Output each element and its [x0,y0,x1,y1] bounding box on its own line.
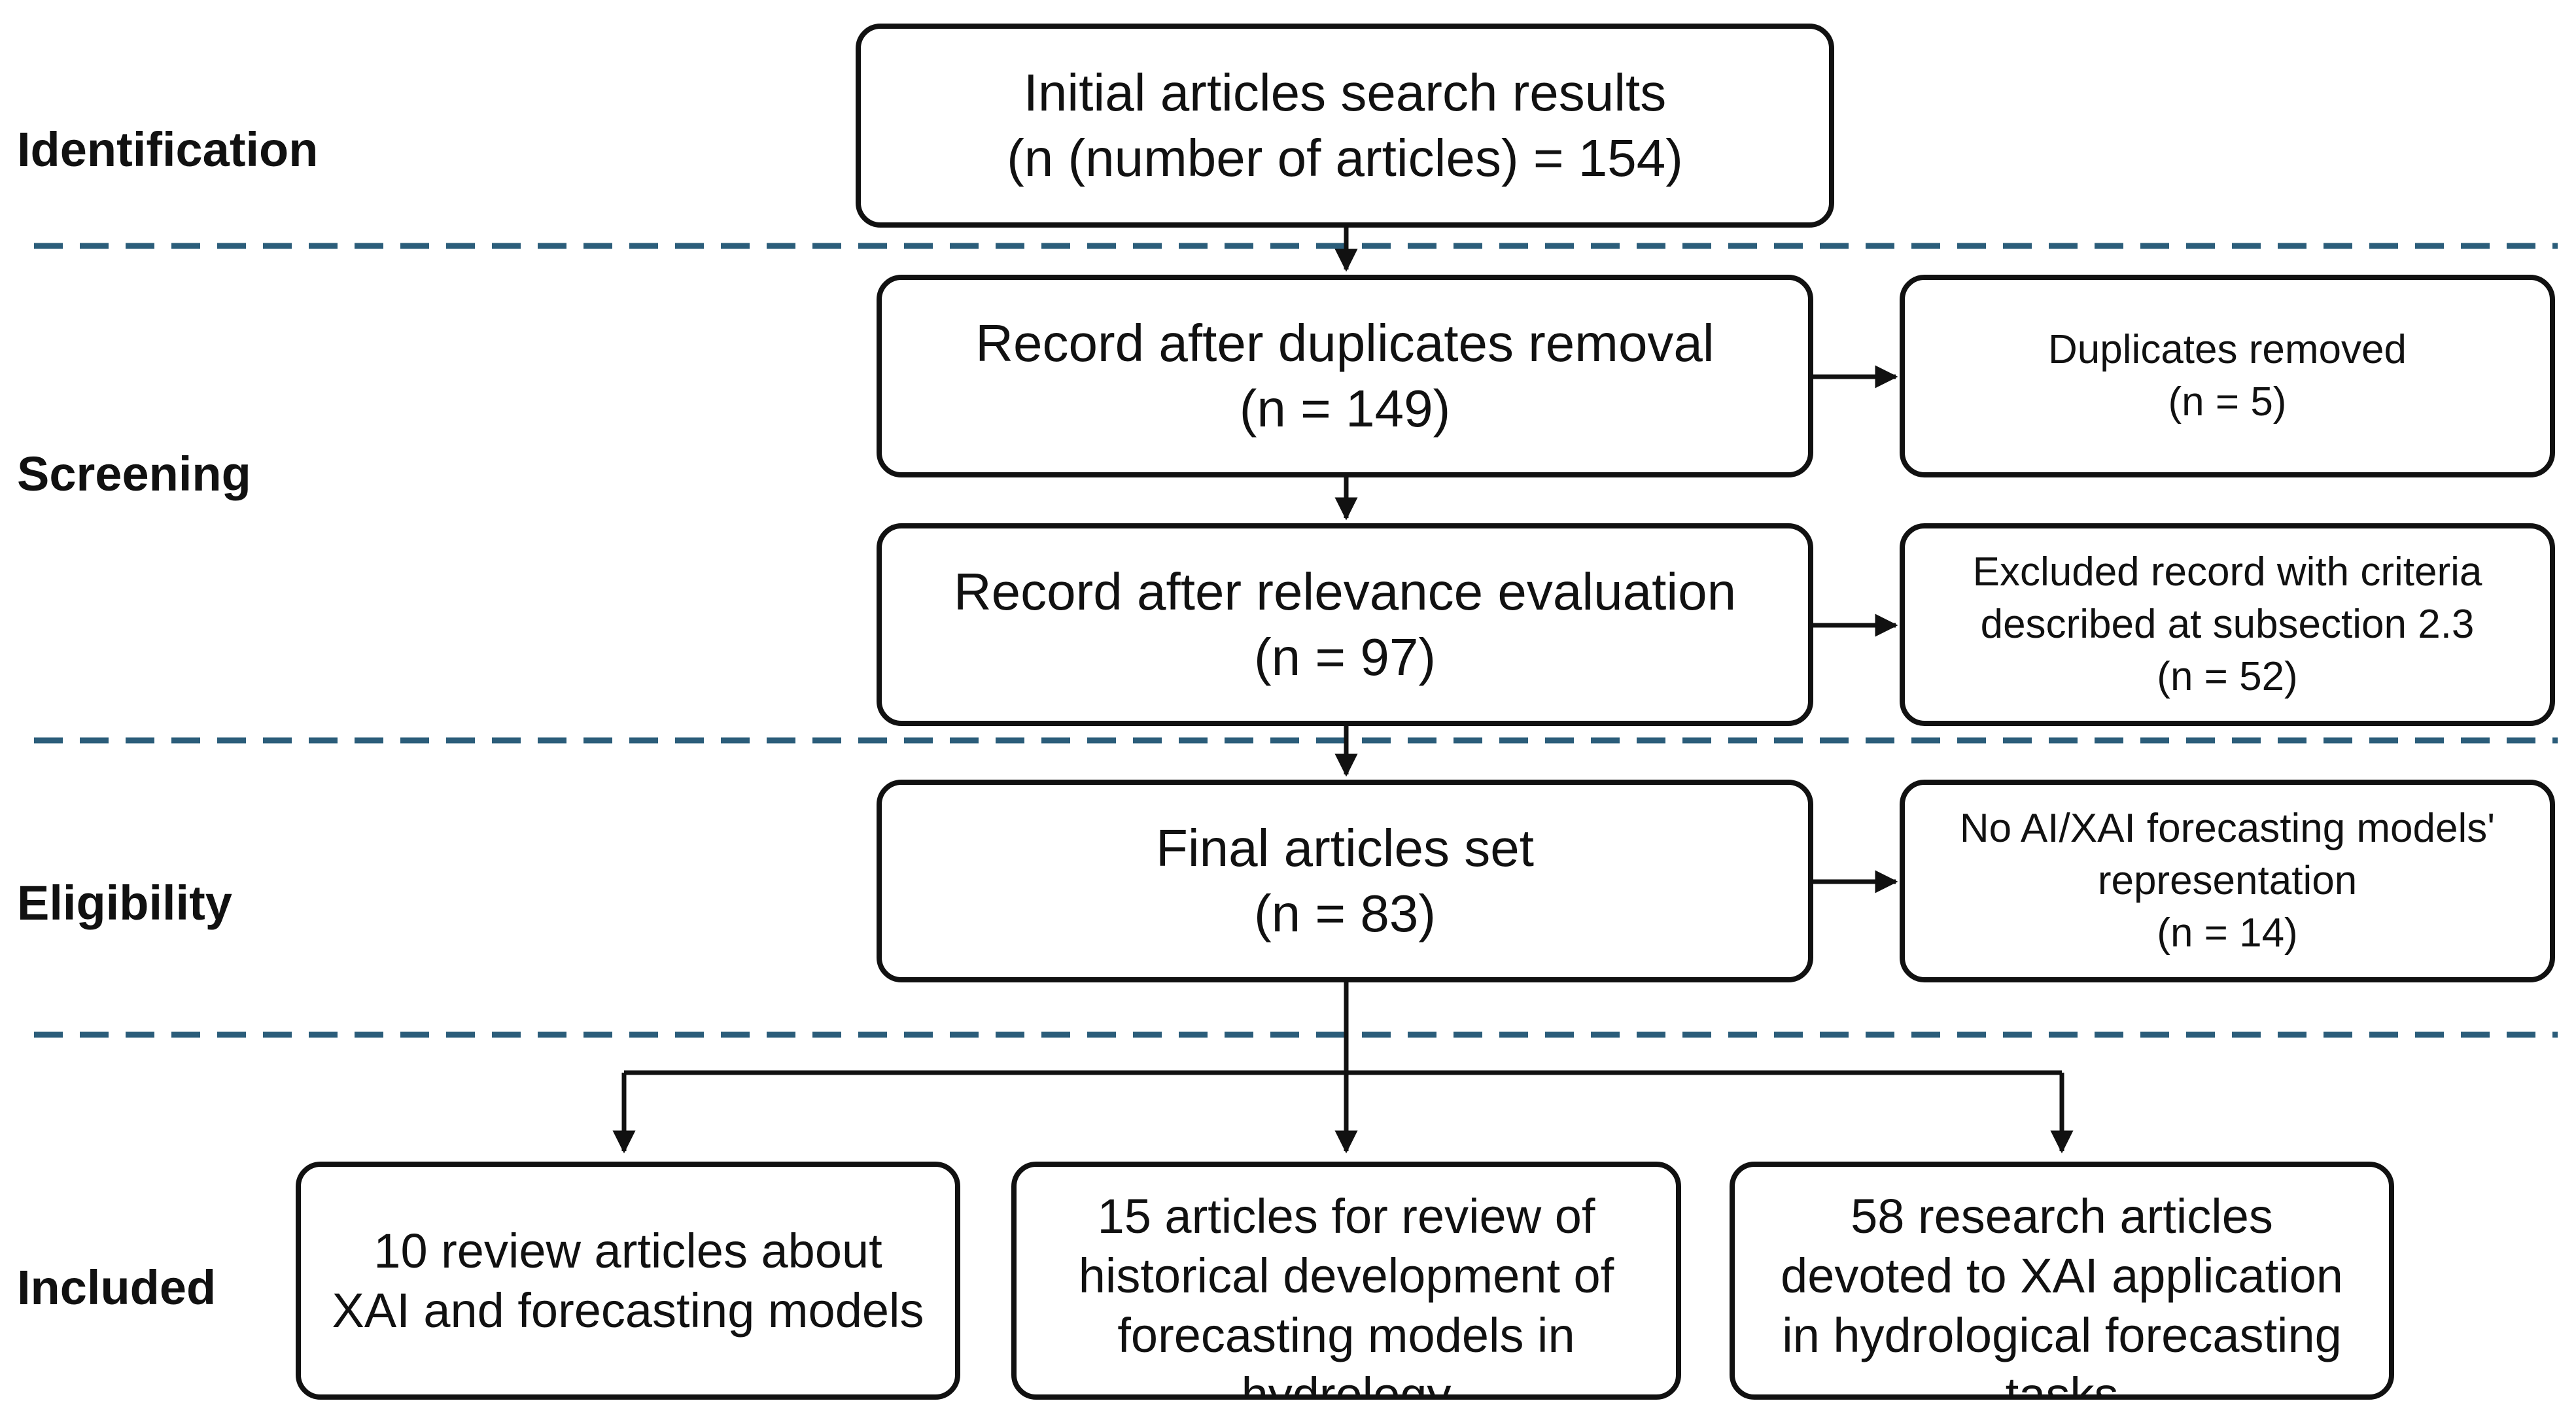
no-ai-xai-box: No AI/XAI forecasting models' representa… [1900,780,2555,982]
box-line: Excluded record with criteria [1972,549,2482,595]
box-line: Record after relevance evaluation [953,562,1737,621]
box-line: representation [2097,858,2358,903]
box-count: (n = 52) [2157,654,2298,699]
box-count: (n = 5) [2168,379,2287,424]
box-line: 10 review articles about [374,1224,882,1278]
box-line: Final articles set [1156,819,1534,877]
box-line: XAI and forecasting models [332,1283,924,1338]
duplicates-removal-box: Record after duplicates removal (n = 149… [877,275,1813,477]
box-line: in hydrological forecasting [1782,1308,2342,1362]
excluded-records-box: Excluded record with criteria described … [1900,523,2555,726]
box-line: historical development of [1078,1249,1614,1303]
box-line: 58 research articles [1851,1189,2273,1243]
relevance-evaluation-box: Record after relevance evaluation (n = 9… [877,523,1813,726]
box-line: Record after duplicates removal [975,314,1714,372]
initial-search-results-box: Initial articles search results (n (numb… [856,24,1834,228]
box-line: devoted to XAI application [1781,1249,2343,1303]
box-count: (n = 14) [2157,910,2298,956]
box-line: tasks [2005,1368,2119,1400]
stage-label-eligibility: Eligibility [17,876,232,930]
stage-label-included: Included [17,1260,217,1315]
box-count: (n = 97) [1254,628,1436,686]
box-line: described at subsection 2.3 [1980,602,2475,647]
box-line: No AI/XAI forecasting models' [1959,806,2496,851]
box-count: (n (number of articles) = 154) [1007,129,1683,187]
duplicates-removed-box: Duplicates removed (n = 5) [1900,275,2555,477]
box-line: Duplicates removed [2048,327,2407,372]
box-count: (n = 149) [1239,379,1451,438]
box-count: (n = 83) [1254,884,1436,942]
historical-development-box: 15 articles for review of historical dev… [1011,1162,1681,1400]
review-articles-box: 10 review articles about XAI and forecas… [296,1162,960,1400]
stage-label-screening: Screening [17,447,251,501]
box-line: hydrology [1241,1368,1452,1400]
box-line: Initial articles search results [1023,63,1667,122]
box-line: 15 articles for review of [1097,1189,1595,1243]
research-articles-box: 58 research articles devoted to XAI appl… [1730,1162,2394,1400]
final-articles-set-box: Final articles set (n = 83) [877,780,1813,982]
box-line: forecasting models in [1117,1308,1575,1362]
stage-label-identification: Identification [17,122,319,177]
